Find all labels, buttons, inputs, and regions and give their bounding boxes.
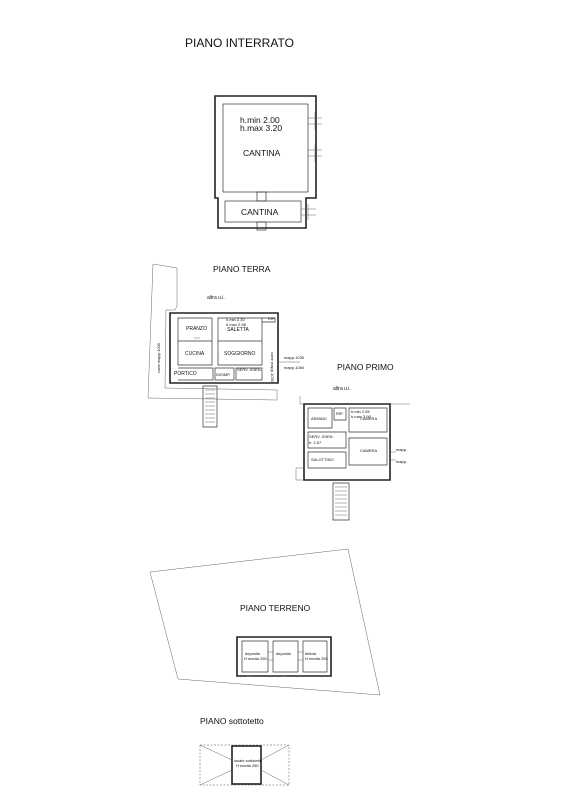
primo-hmax: h.max 3.90 (351, 414, 372, 419)
primo-stair (332, 482, 350, 521)
primo-building-wall (303, 403, 391, 481)
terra-room-disimp: DISIMP. (216, 372, 230, 377)
sottotetto-title: PIANO sottotetto (200, 716, 264, 726)
piano-primo: PIANO PRIMO altra u.i. ARMADI RIP. CAMER… (295, 362, 410, 521)
terra-room-pranzo: PRANZO (186, 326, 207, 332)
primo-room-camera-2: CAMERA (360, 448, 377, 453)
primo-neighbor-line (299, 396, 410, 405)
primo-partitions (307, 407, 388, 469)
primo-neighbor: altra u.i. (333, 386, 351, 392)
terreno-room-3: tettoia (305, 651, 317, 656)
terreno-room-3-h: H media 255 (305, 656, 328, 661)
sottotetto-room-label: locale sottotetto (234, 758, 263, 763)
terra-partitions (177, 317, 276, 381)
terra-neighbor: altra u.i. (207, 295, 225, 301)
terreno-room-1: deposito (245, 651, 261, 656)
sottotetto-outline (199, 744, 290, 786)
primo-stair-steps (335, 486, 347, 516)
terra-boundary-left: corte mapp.1009 (156, 342, 161, 373)
interrato-hmin: h.min 2.00 (240, 115, 280, 125)
primo-room-rip: RIP. (336, 411, 343, 416)
primo-room-armadi: ARMADI (311, 416, 327, 421)
primo-title: PIANO PRIMO (337, 362, 394, 372)
piano-interrato: PIANO INTERRATO h.min 2.00 h.max 3.20 CA… (185, 36, 322, 231)
terra-hmin: h.min 2.30 (226, 317, 245, 322)
primo-room-salottino: SALOTTINO (311, 457, 334, 462)
terra-room-portico: PORTICO (174, 371, 197, 377)
interrato-title: PIANO INTERRATO (185, 36, 294, 50)
terra-mapp-2: mapp.1084 (284, 365, 305, 370)
interrato-door (256, 191, 267, 202)
terra-mapp-1: mapp.1030 (284, 355, 305, 360)
terra-site-boundary (147, 263, 278, 401)
interrato-vent (256, 221, 267, 231)
primo-h2: h. 2.57 (309, 440, 322, 445)
primo-hmin: h.min 2.55 (351, 409, 370, 414)
terra-building-wall (169, 312, 279, 384)
terra-room-saletta: SALETTA (227, 327, 250, 333)
piano-terra: PIANO TERRA altra u.i. PRANZO SALETTA CU… (147, 263, 305, 428)
primo-room-camera-1: CAMERA (360, 416, 377, 421)
interrato-outer-wall (214, 95, 317, 229)
terreno-partitions (241, 640, 328, 673)
primo-side-2: mapp. (396, 459, 407, 464)
interrato-window-1 (308, 112, 322, 130)
terra-stair-steps (205, 389, 215, 423)
terreno-room-2: deposito (276, 651, 292, 656)
interrato-window-3 (301, 204, 316, 220)
terra-room-cucina: CUCINA (185, 351, 205, 357)
piano-terreno: PIANO TERRENO deposito H media 290 depos… (149, 548, 381, 696)
sottotetto-room-h: H media 280 (236, 763, 259, 768)
terra-title: PIANO TERRA (213, 264, 271, 274)
terreno-title: PIANO TERRENO (240, 603, 311, 613)
terreno-building-wall (236, 636, 332, 677)
terreno-site-boundary (149, 548, 381, 696)
interrato-room-upper-label: CANTINA (243, 148, 281, 158)
terra-doors (194, 330, 246, 366)
sottotetto-room (231, 745, 262, 785)
terra-room-rip: RIP. (268, 316, 275, 321)
terra-stair (202, 385, 218, 428)
primo-balcony (295, 451, 396, 481)
terra-boundary-right: corte mapp.1030 (270, 352, 275, 383)
primo-side-1: mapp. (396, 447, 407, 452)
interrato-window-2 (308, 145, 322, 162)
piano-sottotetto: PIANO sottotetto locale sottotetto H med… (199, 716, 290, 786)
terra-room-soggiorno: SOGGIORNO (224, 351, 256, 357)
terra-hmax: h.max 2.98 (226, 322, 247, 327)
sottotetto-roof-lines (199, 744, 290, 786)
terra-room-servigien: SERV. IGIEN. (237, 367, 262, 372)
terreno-openings (246, 651, 303, 677)
interrato-hmax: h.max 3.20 (240, 123, 282, 133)
primo-room-servigien: SERV. IGIEN. (309, 434, 334, 439)
interrato-room-lower-label: CANTINA (241, 207, 279, 217)
terreno-room-1-h: H media 290 (244, 656, 267, 661)
